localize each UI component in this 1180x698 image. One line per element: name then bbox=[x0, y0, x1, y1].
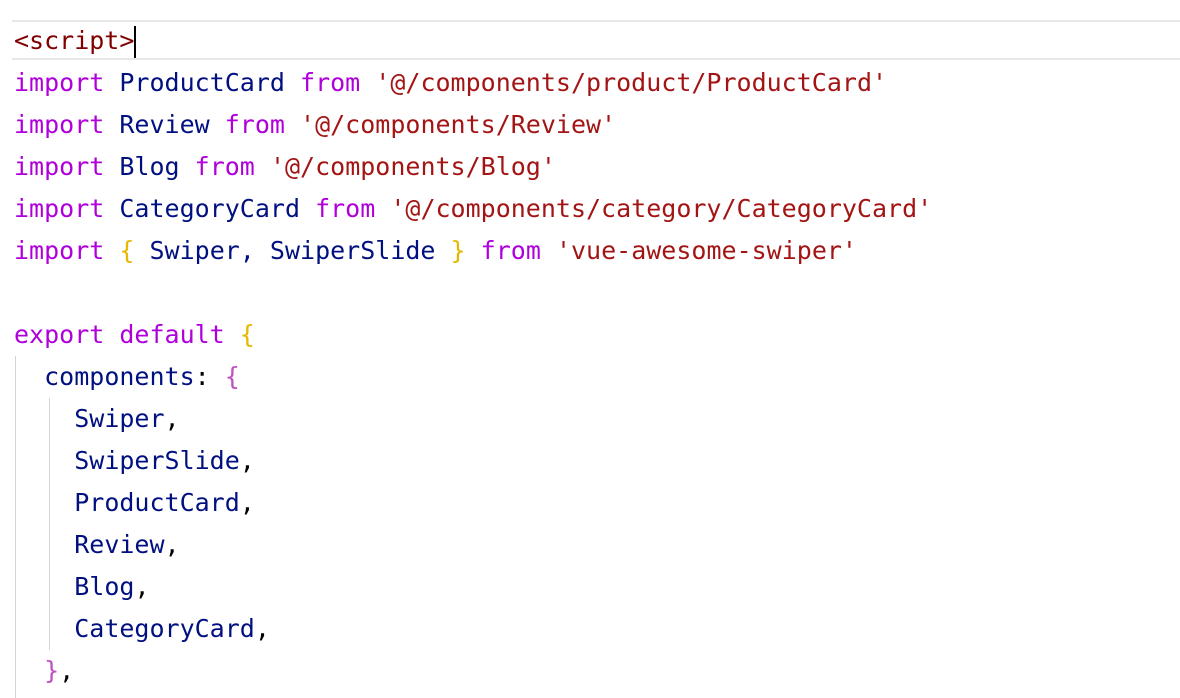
comma: , bbox=[239, 488, 255, 517]
code-line-12[interactable]: ProductCard, bbox=[14, 482, 255, 524]
object-key: components bbox=[44, 362, 195, 391]
component-item: SwiperSlide bbox=[74, 446, 240, 475]
close-brace: } bbox=[450, 236, 466, 265]
script-tag: <script> bbox=[14, 26, 135, 55]
comma: , bbox=[59, 656, 75, 685]
import-names: Swiper, SwiperSlide bbox=[149, 236, 436, 265]
code-line-2[interactable]: import ProductCard from '@/components/pr… bbox=[14, 62, 887, 104]
import-keyword: import bbox=[14, 152, 105, 181]
code-line-16[interactable]: }, bbox=[14, 650, 74, 692]
code-line-14[interactable]: Blog, bbox=[14, 566, 150, 608]
from-keyword: from bbox=[315, 194, 376, 223]
import-keyword: import bbox=[14, 110, 105, 139]
current-line-highlight bbox=[12, 20, 1180, 60]
from-keyword: from bbox=[300, 68, 361, 97]
import-path: '@/components/product/ProductCard' bbox=[375, 68, 888, 97]
default-keyword: default bbox=[119, 320, 225, 349]
component-item: Review bbox=[74, 530, 165, 559]
import-name: ProductCard bbox=[119, 68, 285, 97]
import-name: Blog bbox=[119, 152, 180, 181]
comma: , bbox=[239, 446, 255, 475]
component-item: Swiper bbox=[74, 404, 165, 433]
import-keyword: import bbox=[14, 236, 105, 265]
code-line-15[interactable]: CategoryCard, bbox=[14, 608, 270, 650]
export-keyword: export bbox=[14, 320, 105, 349]
code-line-4[interactable]: import Blog from '@/components/Blog' bbox=[14, 146, 556, 188]
comma: , bbox=[164, 404, 180, 433]
import-keyword: import bbox=[14, 194, 105, 223]
import-name: Review bbox=[119, 110, 210, 139]
indent-guide-outer bbox=[15, 356, 16, 698]
code-line-6[interactable]: import { Swiper, SwiperSlide } from 'vue… bbox=[14, 230, 857, 272]
code-line-1[interactable]: <script> bbox=[14, 20, 137, 62]
code-line-3[interactable]: import Review from '@/components/Review' bbox=[14, 104, 616, 146]
from-keyword: from bbox=[194, 152, 255, 181]
comma: , bbox=[254, 614, 270, 643]
component-item: CategoryCard bbox=[74, 614, 255, 643]
code-line-13[interactable]: Review, bbox=[14, 524, 180, 566]
import-path: '@/components/category/CategoryCard' bbox=[390, 194, 933, 223]
indent-guide-inner bbox=[49, 398, 50, 650]
text-cursor bbox=[134, 26, 137, 58]
code-line-9[interactable]: components: { bbox=[14, 356, 240, 398]
colon: : bbox=[194, 362, 210, 391]
open-brace: { bbox=[119, 236, 135, 265]
code-line-10[interactable]: Swiper, bbox=[14, 398, 180, 440]
component-item: Blog bbox=[74, 572, 135, 601]
code-line-11[interactable]: SwiperSlide, bbox=[14, 440, 255, 482]
comma: , bbox=[164, 530, 180, 559]
from-keyword: from bbox=[224, 110, 285, 139]
import-path: '@/components/Blog' bbox=[269, 152, 556, 181]
code-line-5[interactable]: import CategoryCard from '@/components/c… bbox=[14, 188, 932, 230]
code-line-8[interactable]: export default { bbox=[14, 314, 255, 356]
comma: , bbox=[134, 572, 150, 601]
component-item: ProductCard bbox=[74, 488, 240, 517]
from-keyword: from bbox=[480, 236, 541, 265]
close-brace: } bbox=[44, 656, 60, 685]
import-keyword: import bbox=[14, 68, 105, 97]
import-path: '@/components/Review' bbox=[300, 110, 617, 139]
import-path: 'vue-awesome-swiper' bbox=[555, 236, 857, 265]
import-name: CategoryCard bbox=[119, 194, 300, 223]
open-brace: { bbox=[239, 320, 255, 349]
open-brace: { bbox=[224, 362, 240, 391]
